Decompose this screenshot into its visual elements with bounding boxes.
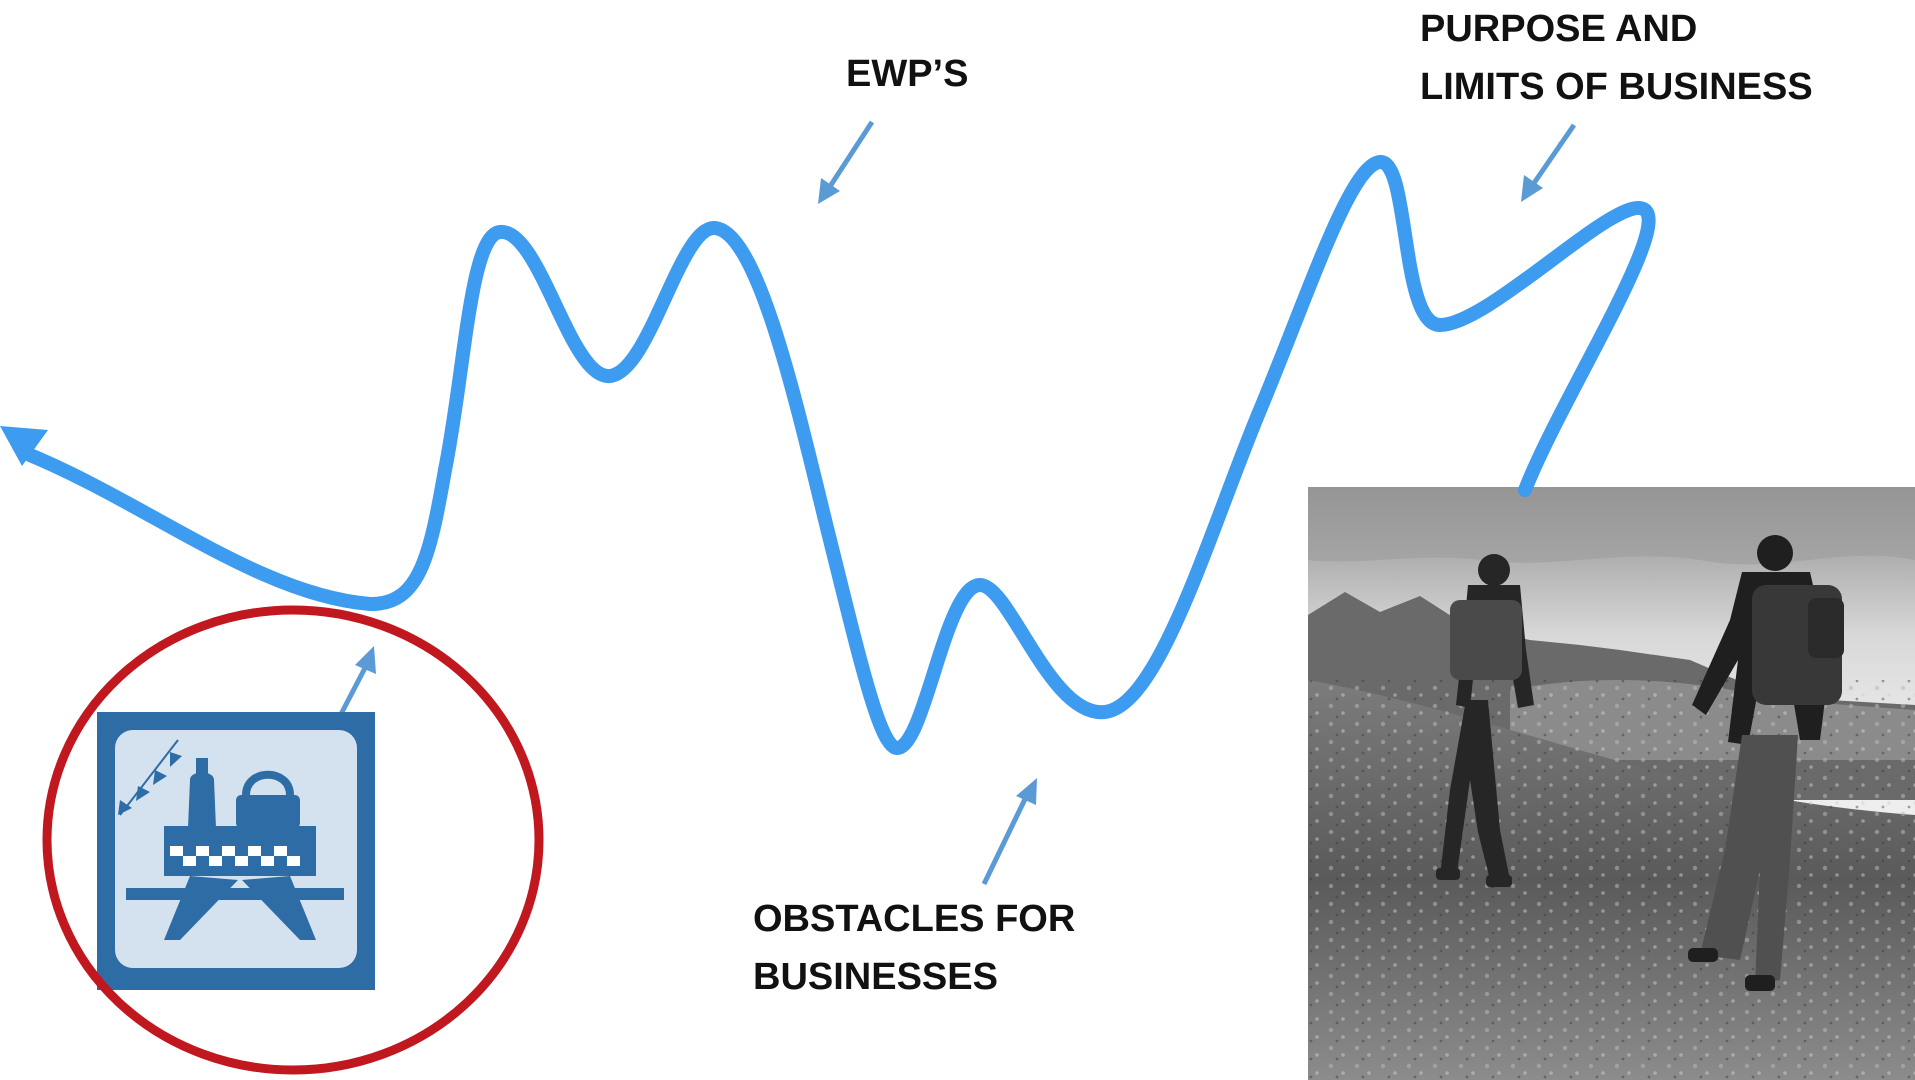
sky-clouds [1308, 487, 1915, 565]
obstacles-pointer-arrow [981, 778, 1037, 886]
purpose-label: PURPOSE AND LIMITS OF BUSINESS [1420, 0, 1813, 116]
journey-arrowhead [0, 426, 48, 466]
picnic-table-icon [97, 712, 375, 990]
obstacles-label: OBSTACLES FOR BUSINESSES [753, 890, 1075, 1006]
bunting-icon [119, 739, 179, 816]
journey-path [23, 155, 1656, 755]
purpose-label-line2: LIMITS OF BUSINESS [1420, 66, 1813, 108]
purpose-label-line1: PURPOSE AND [1420, 8, 1698, 50]
ewps-pointer-arrow [818, 120, 875, 204]
obstacles-label-line1: OBSTACLES FOR [753, 898, 1076, 940]
obstacles-label-line2: BUSINESSES [753, 956, 998, 998]
rocky-texture [1308, 680, 1915, 1080]
hiker-left [1436, 554, 1534, 888]
highlight-circle [42, 605, 544, 1075]
start-pointer-arrow [337, 646, 376, 718]
hiker-right [1688, 535, 1844, 991]
ewps-label: EWP’S [846, 53, 969, 95]
hikers-photo [1308, 487, 1915, 1080]
purpose-pointer-arrow [1521, 123, 1577, 202]
